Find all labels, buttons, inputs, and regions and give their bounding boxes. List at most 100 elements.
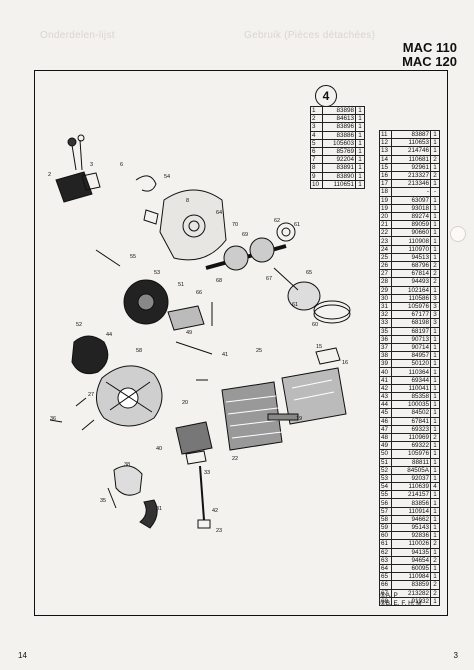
model-title-1: MAC 110 — [402, 40, 457, 55]
part-quantity: 1 — [355, 179, 365, 189]
part-quantity: 1 — [430, 596, 440, 606]
part-quantity: 2 — [430, 588, 440, 598]
part-number: 84957 — [391, 351, 431, 361]
part-number: 90714 — [391, 342, 431, 353]
part-ref-number: 7 — [310, 155, 323, 165]
part-ref-number: 64 — [379, 563, 392, 574]
part-ref-number: 51 — [379, 457, 392, 467]
part-quantity: 1 — [355, 146, 365, 157]
part-number: 102164 — [391, 285, 431, 295]
part-number: 110364 — [391, 367, 431, 377]
svg-text:61: 61 — [292, 302, 298, 308]
part-ref-number: 61 — [379, 539, 392, 549]
part-ref-number: 16 — [379, 170, 392, 181]
part-number: 83891 — [322, 163, 356, 173]
svg-text:15: 15 — [316, 344, 322, 350]
part-number: 110586 — [391, 293, 431, 303]
svg-text:68: 68 — [216, 278, 222, 284]
svg-text:62: 62 — [274, 218, 280, 224]
footnote-1: ①A, P — [380, 592, 398, 599]
part-number: 105603 — [322, 138, 356, 148]
group-number-badge: 4 — [315, 85, 337, 107]
part-quantity: 1 — [430, 162, 440, 172]
part-quantity: 1 — [355, 105, 365, 116]
part-quantity: 4 — [430, 482, 440, 492]
part-quantity: 2 — [430, 277, 440, 287]
part-ref-number: 10 — [310, 179, 323, 189]
part-number: 214746 — [391, 146, 431, 156]
part-number: 88811 — [391, 457, 431, 467]
part-ref-number: 27 — [379, 269, 392, 279]
part-number: 50120 — [391, 359, 431, 369]
part-number: 110984 — [391, 572, 431, 582]
part-number: 83890 — [322, 171, 356, 181]
part-quantity: 1 — [430, 228, 440, 238]
part-number: 92204 — [322, 155, 356, 165]
page-number-left: 14 — [18, 651, 27, 660]
part-number: 83898 — [322, 105, 356, 116]
part-number: 83887 — [391, 129, 431, 140]
part-number: 69322 — [391, 441, 431, 451]
part-number: 84505A — [391, 465, 431, 475]
part-ref-number: 19 — [379, 195, 392, 205]
part-number: 95143 — [391, 522, 431, 533]
part-ref-number: 48 — [379, 432, 392, 443]
part-quantity: 1 — [430, 449, 440, 459]
part-ref-number: 53 — [379, 473, 392, 484]
svg-text:55: 55 — [130, 254, 136, 260]
part-quantity: 1 — [430, 359, 440, 369]
svg-text:35: 35 — [100, 498, 106, 504]
part-ref-number: 2 — [310, 114, 323, 124]
part-ref-number: 38 — [379, 351, 392, 361]
part-number: 85358 — [391, 391, 431, 402]
part-number: 213346 — [391, 179, 431, 189]
part-number: 84502 — [391, 408, 431, 418]
part-quantity: 1 — [430, 334, 440, 344]
part-quantity: 2 — [430, 432, 440, 443]
part-number: 110651 — [322, 179, 356, 189]
part-ref-number: 23 — [379, 236, 392, 246]
part-quantity: 1 — [355, 138, 365, 148]
part-number: 110681 — [391, 154, 431, 164]
part-quantity: 1 — [430, 252, 440, 263]
part-quantity: 1 — [430, 326, 440, 336]
part-quantity: 1 — [355, 114, 365, 124]
part-quantity: 1 — [430, 424, 440, 434]
svg-text:31: 31 — [156, 506, 162, 512]
part-ref-number: 62 — [379, 547, 392, 557]
part-ref-number: 25 — [379, 252, 392, 263]
part-number: 92037 — [391, 473, 431, 484]
part-quantity: 1 — [355, 171, 365, 181]
part-ref-number: 3 — [310, 122, 323, 132]
footnotes: ①A, P ②B, E, F, H, M — [380, 592, 422, 608]
svg-text:36: 36 — [50, 416, 56, 422]
part-quantity: 1 — [430, 572, 440, 582]
part-number: 83896 — [322, 122, 356, 132]
part-number: 110970 — [391, 244, 431, 254]
part-ref-number: 35 — [379, 326, 392, 336]
part-quantity: 1 — [430, 441, 440, 451]
svg-text:41: 41 — [222, 352, 228, 358]
part-quantity: 1 — [430, 129, 440, 140]
part-quantity: 1 — [430, 285, 440, 295]
part-quantity: 1 — [430, 473, 440, 484]
part-ref-number: 30 — [379, 293, 392, 303]
svg-text:61: 61 — [294, 222, 300, 228]
part-number: 110639 — [391, 482, 431, 492]
svg-text:70: 70 — [232, 222, 238, 228]
